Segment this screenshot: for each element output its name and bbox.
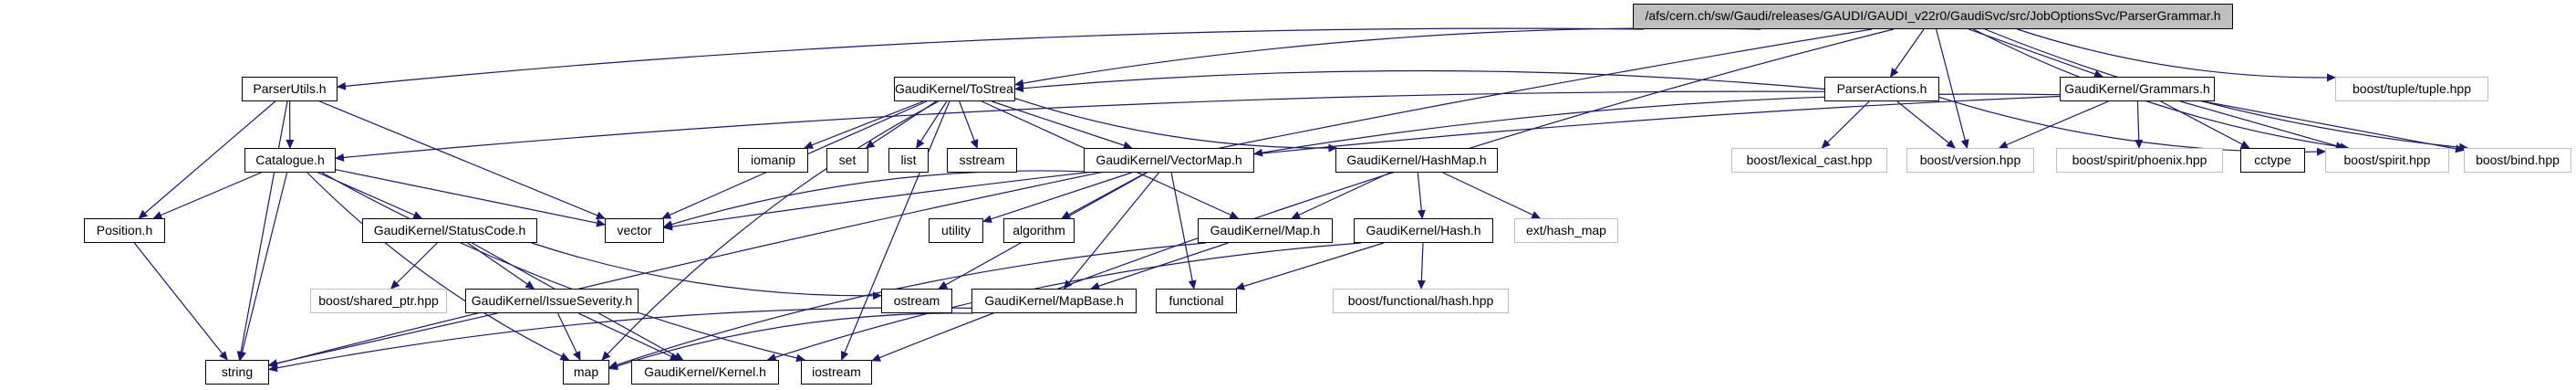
- include-edge-issueseverity-to-string: [268, 312, 498, 368]
- include-edge-root-to-version: [1936, 28, 1969, 149]
- graph-node-vectormap[interactable]: GaudiKernel/VectorMap.h: [1084, 148, 1254, 173]
- graph-node-functional[interactable]: functional: [1156, 289, 1237, 313]
- graph-node-spirit[interactable]: boost/spirit.hpp: [2325, 148, 2449, 173]
- graph-node-tuple[interactable]: boost/tuple/tuple.hpp: [2335, 77, 2488, 101]
- include-edge-catalogue-to-iostream: [321, 172, 806, 363]
- graph-node-ostream[interactable]: ostream: [881, 289, 952, 313]
- graph-node-list[interactable]: list: [888, 148, 929, 173]
- graph-node-parserutils[interactable]: ParserUtils.h: [242, 77, 338, 101]
- include-edge-catalogue-to-statuscode: [317, 172, 423, 219]
- graph-node-issueseverity[interactable]: GaudiKernel/IssueSeverity.h: [465, 289, 639, 313]
- graph-node-algorithm[interactable]: algorithm: [1003, 218, 1075, 243]
- include-edge-parseractions-to-catalogue: [335, 90, 1825, 162]
- include-edge-parseractions-to-lexicalcast: [1821, 100, 1870, 149]
- graph-node-vector[interactable]: vector: [605, 218, 664, 243]
- include-edge-grammars-to-vectormap: [1253, 93, 2061, 157]
- include-edge-parserutils-to-vector: [319, 100, 606, 219]
- include-edge-grammars-to-spirit: [2180, 100, 2345, 150]
- graph-node-tostream[interactable]: GaudiKernel/ToStream.h: [894, 77, 1015, 101]
- include-edge-vectormap-to-mapbase: [1063, 172, 1159, 290]
- include-edge-catalogue-to-string: [238, 172, 288, 361]
- include-edge-grammars-to-phoenix: [2135, 100, 2144, 149]
- include-edge-hashmap-to-exthashmap: [1442, 172, 1542, 219]
- include-edge-tostream-to-sstream: [959, 100, 979, 149]
- include-edge-vectormap-to-functional: [1170, 172, 1197, 290]
- include-edge-grammars-to-bind: [2203, 100, 2465, 153]
- include-edge-root-to-string: [268, 28, 1873, 368]
- include-edge-root-to-tostream: [1014, 27, 1761, 88]
- include-edge-tostream-to-hashmap: [1014, 98, 1338, 153]
- include-edge-ghash-to-boosthash: [1417, 242, 1426, 290]
- graph-node-parseractions[interactable]: ParserActions.h: [1824, 77, 1939, 101]
- include-edge-ghash-to-functional: [1235, 242, 1384, 290]
- graph-node-iomanip[interactable]: iomanip: [738, 148, 808, 173]
- include-edge-issueseverity-to-kernel: [577, 312, 680, 361]
- graph-node-statuscode[interactable]: GaudiKernel/StatusCode.h: [362, 218, 537, 243]
- include-edge-grammars-to-version: [1998, 100, 2109, 149]
- include-edge-catalogue-to-map: [306, 172, 570, 361]
- include-edge-issueseverity-to-map: [556, 312, 581, 361]
- include-edge-hashmap-to-gmap: [1291, 172, 1391, 219]
- include-edge-hashmap-to-ghash: [1417, 172, 1426, 219]
- include-edge-vectormap-to-algorithm: [1061, 172, 1147, 219]
- graph-node-hashmap[interactable]: GaudiKernel/HashMap.h: [1335, 148, 1498, 173]
- include-edge-root-to-parseractions: [1889, 28, 1925, 78]
- graph-node-string[interactable]: string: [205, 360, 269, 385]
- graph-node-set[interactable]: set: [826, 148, 868, 173]
- include-edge-tostream-to-list: [916, 100, 948, 149]
- include-edge-statuscode-to-issueseverity: [467, 242, 535, 290]
- graph-node-lexicalcast[interactable]: boost/lexical_cast.hpp: [1731, 148, 1887, 173]
- graph-node-cctype[interactable]: cctype: [2240, 148, 2305, 173]
- graph-node-ghash[interactable]: GaudiKernel/Hash.h: [1354, 218, 1493, 243]
- graph-node-phoenix[interactable]: boost/spirit/phoenix.hpp: [2056, 148, 2223, 173]
- graph-node-map[interactable]: map: [563, 360, 609, 385]
- graph-node-grammars[interactable]: GaudiKernel/Grammars.h: [2060, 77, 2215, 101]
- include-edge-tostream-to-vectormap: [992, 100, 1133, 150]
- include-edge-tostream-to-set: [865, 100, 937, 149]
- include-edge-catalogue-to-position: [152, 172, 262, 219]
- graph-node-bind[interactable]: boost/bind.hpp: [2464, 148, 2571, 173]
- graph-node-position[interactable]: Position.h: [84, 218, 165, 243]
- graph-node-gmap[interactable]: GaudiKernel/Map.h: [1198, 218, 1333, 243]
- include-edge-parseractions-to-version: [1896, 100, 1956, 149]
- graph-node-utility[interactable]: utility: [929, 218, 983, 243]
- graph-node-version[interactable]: boost/version.hpp: [1906, 148, 2034, 173]
- include-edge-grammars-to-cctype: [2160, 100, 2250, 149]
- graph-node-catalogue[interactable]: Catalogue.h: [244, 148, 336, 173]
- include-edge-parserutils-to-string: [236, 100, 288, 361]
- graph-node-kernel[interactable]: GaudiKernel/Kernel.h: [631, 360, 779, 385]
- include-edge-statuscode-to-sharedptr: [390, 242, 438, 290]
- graph-node-mapbase[interactable]: GaudiKernel/MapBase.h: [971, 289, 1137, 313]
- graph-node-exthashmap[interactable]: ext/hash_map: [1514, 218, 1618, 243]
- graph-node-iostream[interactable]: iostream: [801, 360, 872, 385]
- include-edge-vectormap-to-utility: [982, 172, 1132, 224]
- include-edge-gmap-to-mapbase: [1090, 242, 1229, 290]
- include-edge-parseractions-to-tostream: [1014, 69, 1825, 93]
- graph-node-boosthash[interactable]: boost/functional/hash.hpp: [1333, 289, 1509, 313]
- graph-node-sstream[interactable]: sstream: [947, 148, 1017, 173]
- include-edge-root-to-grammars: [1968, 28, 2103, 79]
- include-edge-root-to-tuple: [2017, 28, 2336, 82]
- include-edge-parseractions-to-spirit: [1938, 96, 2326, 156]
- graph-node-sharedptr[interactable]: boost/shared_ptr.hpp: [310, 289, 447, 313]
- include-edge-position-to-string: [133, 242, 228, 361]
- include-edge-tostream-to-iomanip: [803, 100, 924, 149]
- graph-node-root[interactable]: /afs/cern.ch/sw/Gaudi/releases/GAUDI/GAU…: [1633, 4, 2233, 29]
- include-edge-catalogue-to-vector: [335, 169, 606, 227]
